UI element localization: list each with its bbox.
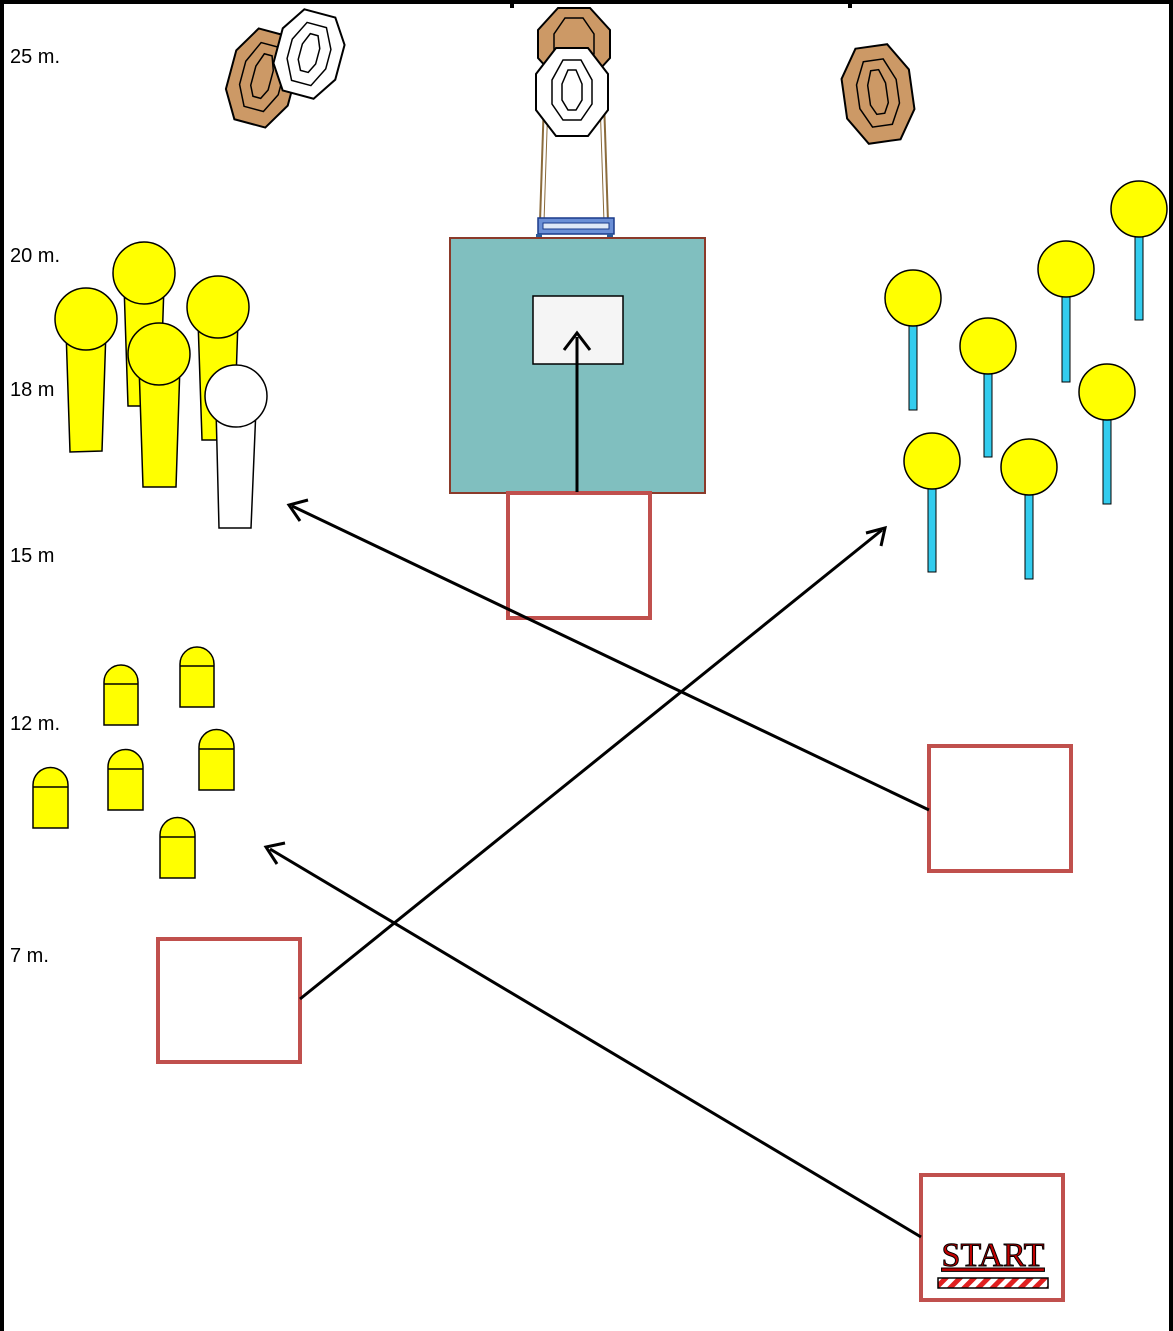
steel-plate-7 [1000, 438, 1058, 580]
shooting-box-right [927, 744, 1073, 873]
cardboard-target-right-brown [840, 43, 916, 145]
steel-plate-3 [1037, 240, 1095, 383]
arrow-start-to-mini-poppers [269, 847, 922, 1239]
mini-popper-2 [103, 664, 139, 726]
distance-label-18m: 18 m [10, 379, 54, 401]
arrow-center-up-head [562, 330, 592, 351]
steel-plate-1 [884, 269, 942, 411]
arrow-left-box-to-right-targets-head [865, 525, 887, 547]
steel-plate-5 [1078, 363, 1136, 505]
start-sign: START [937, 1237, 1049, 1289]
arrow-right-box-to-left-targets [291, 504, 930, 812]
cardboard-target-center-white [535, 47, 609, 137]
popper-white [204, 364, 268, 529]
arrow-right-box-to-left-targets-head [286, 498, 309, 522]
arrow-start-to-mini-poppers-head [263, 841, 286, 865]
shooting-box-center [506, 491, 652, 620]
mini-popper-1 [179, 646, 215, 708]
mini-popper-5 [107, 748, 144, 811]
steel-plate-2 [959, 317, 1017, 458]
mini-popper-3 [198, 728, 235, 791]
mini-popper-4 [32, 766, 69, 829]
movement-arrows [263, 330, 930, 1239]
arrow-left-box-to-right-targets [299, 528, 883, 1001]
steel-plate-6 [903, 432, 961, 573]
popper-yellow-2 [54, 287, 118, 453]
distance-label-7m: 7 m. [10, 945, 49, 967]
distance-label-12m: 12 m. [10, 713, 60, 735]
mini-popper-6 [159, 816, 196, 879]
cardboard-target-left-white [272, 8, 346, 100]
shooting-box-left [156, 937, 302, 1064]
start-label: START [942, 1237, 1045, 1274]
start-hatch-bar [937, 1277, 1049, 1289]
steel-plate-4 [1110, 180, 1168, 321]
distance-label-15m: 15 m [10, 545, 54, 567]
popper-yellow-4 [127, 322, 191, 488]
distance-label-20m: 20 m. [10, 245, 60, 267]
shooting-box-start [919, 1173, 1065, 1302]
distance-label-25m: 25 m. [10, 46, 60, 68]
